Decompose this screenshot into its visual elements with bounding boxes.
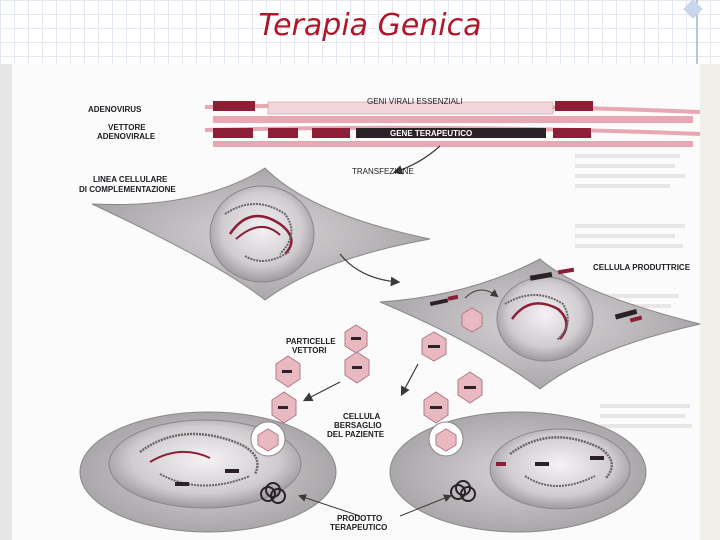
label-vettore: VETTORE xyxy=(108,123,146,132)
label-adenovirus: ADENOVIRUS xyxy=(88,105,142,114)
target-cell-left xyxy=(79,411,337,533)
adenovirus-genome-strand xyxy=(204,101,701,123)
slide-title: Terapia Genica xyxy=(258,8,482,43)
arrow-to-product-right xyxy=(399,494,452,517)
label-particelle: PARTICELLE xyxy=(286,337,336,346)
label-del-paziente: DEL PAZIENTE xyxy=(327,430,385,439)
producer-cell xyxy=(379,258,701,390)
label-geni-virali: GENI VIRALI ESSENZIALI xyxy=(367,97,463,106)
label-adenovirale: ADENOVIRALE xyxy=(97,132,156,141)
adenovirus-end-segment xyxy=(213,101,255,111)
arrow-to-target-right xyxy=(400,363,419,397)
transfection-arrow xyxy=(392,145,441,175)
label-cellula-produttrice: CELLULA PRODUTTRICE xyxy=(593,263,691,272)
arrow-to-target-left xyxy=(302,381,341,402)
arrow-to-product-left xyxy=(298,494,361,517)
label-bersaglio: BERSAGLIO xyxy=(334,421,382,430)
adenoviral-vector-strand xyxy=(204,125,701,147)
label-cellula: CELLULA xyxy=(343,412,381,421)
label-transfezione: TRANSFEZIONE xyxy=(352,167,414,176)
complementation-cell xyxy=(91,167,431,301)
label-terapeutico: TERAPEUTICO xyxy=(330,523,387,532)
header-decoration-line xyxy=(696,0,698,64)
arrow-to-producer-cell xyxy=(339,253,401,287)
slide-header-grid xyxy=(0,0,720,64)
label-complementazione: DI COMPLEMENTAZIONE xyxy=(79,185,176,194)
label-gene-terapeutico: GENE TERAPEUTICO xyxy=(390,129,472,138)
gene-therapy-figure: ADENOVIRUS VETTORE ADENOVIRALE GENI VIRA… xyxy=(0,64,720,540)
label-vettori-text: VETTORI xyxy=(292,346,327,355)
label-prodotto: PRODOTTO xyxy=(337,514,382,523)
label-linea-cellulare: LINEA CELLULARE xyxy=(93,175,168,184)
target-cell-right xyxy=(389,411,647,533)
